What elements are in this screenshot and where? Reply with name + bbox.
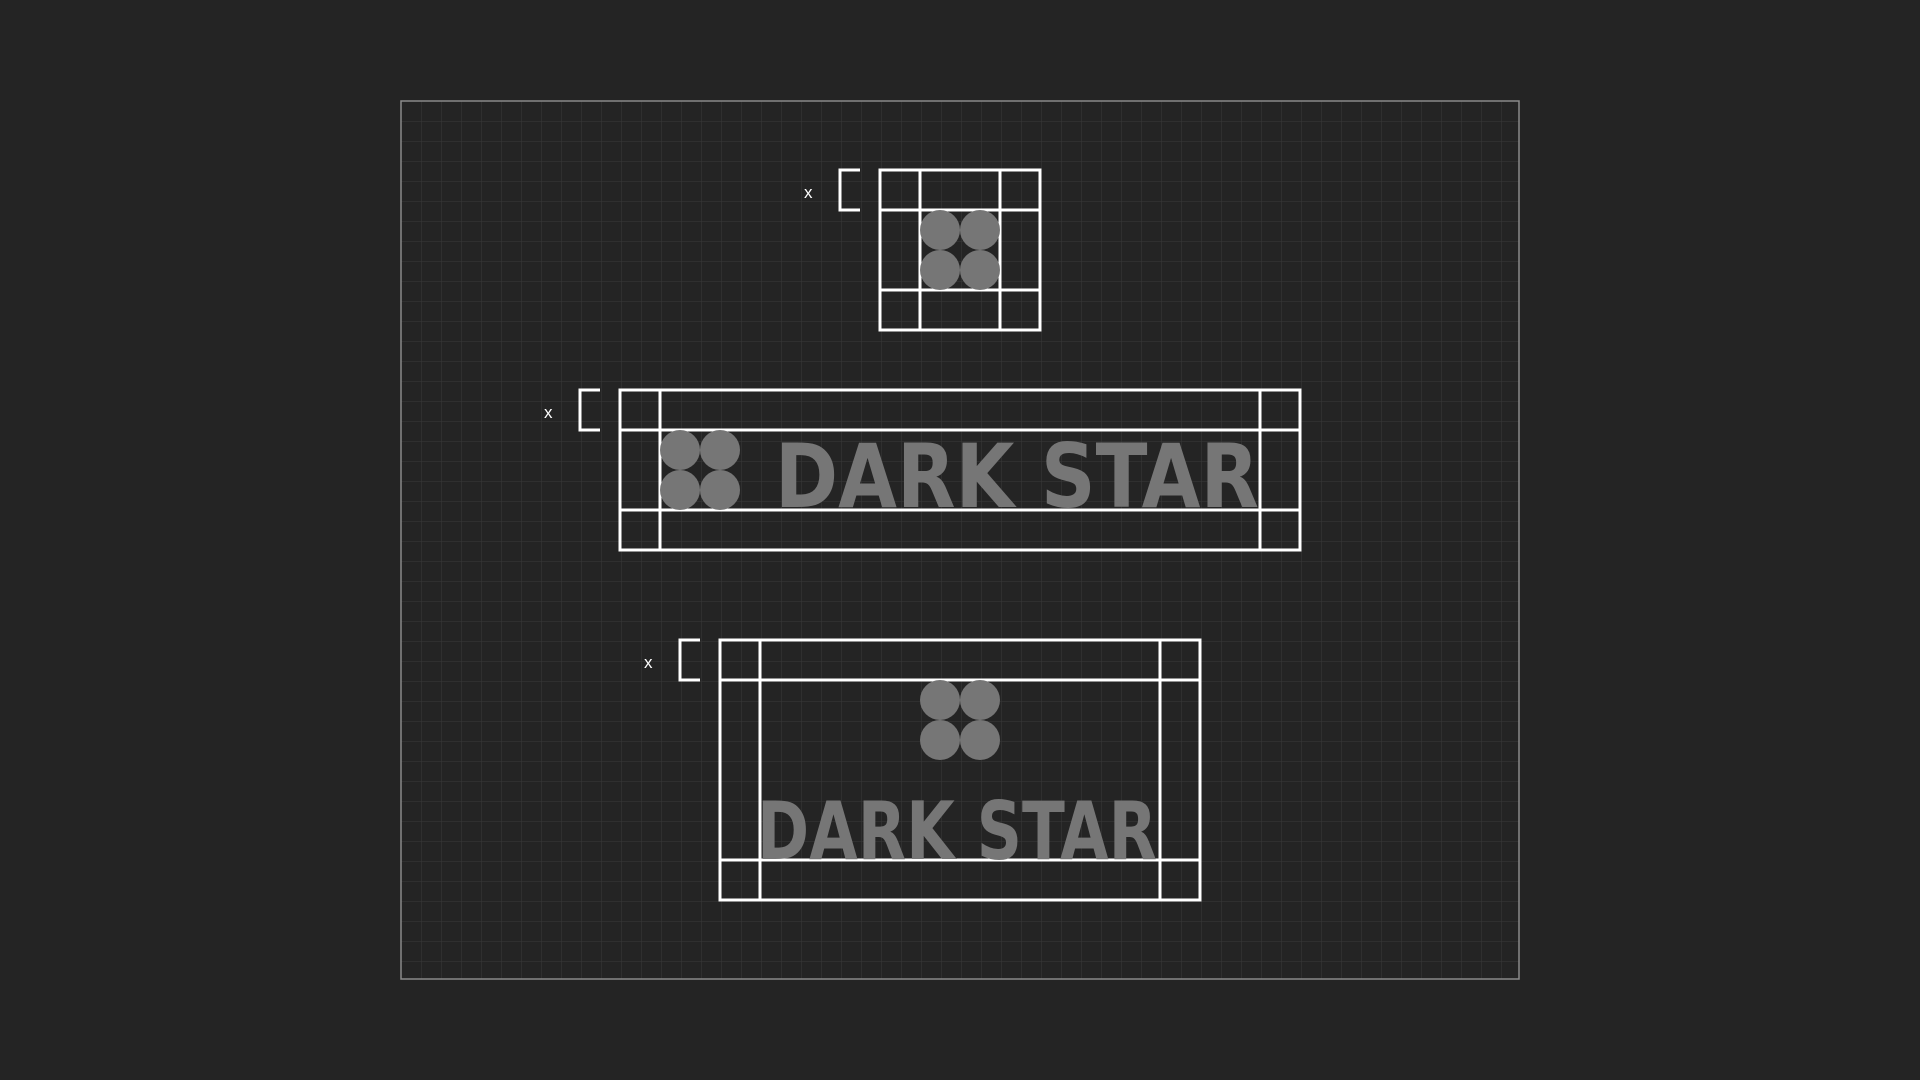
clearspace-bracket (678, 638, 700, 682)
artboard-grid (401, 101, 1519, 979)
artboard-border (400, 100, 1520, 980)
clearspace-bracket (578, 388, 600, 432)
stacked-wordmark: DARK STAR (757, 785, 1157, 878)
horizontal-wordmark: DARK STAR (775, 425, 1259, 528)
clearspace-bracket (838, 168, 860, 212)
stacked-lockup: DARK STAR x (644, 638, 1202, 902)
horizontal-mark-icon (660, 430, 740, 510)
stacked-clearspace-guides (718, 638, 1202, 902)
clearspace-x-label: x (644, 653, 653, 672)
symbol-lockup: x (804, 168, 1042, 332)
horizontal-clearspace-guides (618, 388, 1302, 552)
symbol-mark-icon (920, 210, 1000, 290)
artboard (400, 100, 1520, 980)
symbol-clearspace-guides (878, 168, 1042, 332)
clearspace-x-label: x (804, 183, 813, 202)
stacked-mark-icon (920, 680, 1000, 760)
clearspace-x-label: x (544, 403, 553, 422)
horizontal-lockup: DARK STAR x (544, 388, 1302, 552)
